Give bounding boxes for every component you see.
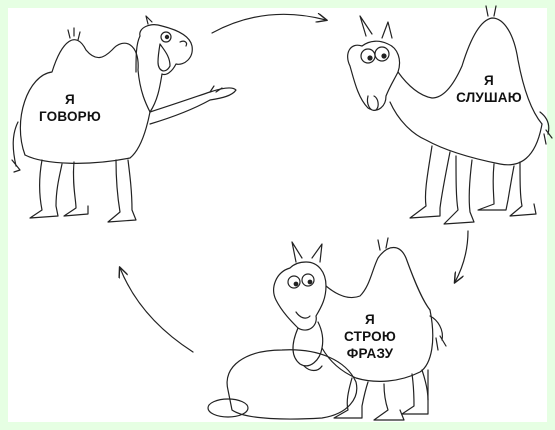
rock-icon (226, 349, 358, 420)
label-speaker: Я ГОВОРЮ (30, 91, 110, 125)
label-listener: Я СЛУШАЮ (444, 72, 534, 106)
label-thinker-line1: Я (365, 312, 375, 327)
label-thinker-line2: СТРОЮ (344, 329, 396, 344)
label-speaker-line2: ГОВОРЮ (38, 109, 102, 124)
camel-listening-icon (347, 5, 553, 225)
label-listener-line1: Я (484, 73, 494, 88)
camel-thinking-icon (207, 237, 447, 421)
arrow-thinker-to-speaker (120, 268, 194, 353)
label-speaker-line1: Я (65, 92, 75, 107)
arrow-listener-to-thinker (455, 230, 469, 282)
camel-talking-icon (11, 15, 237, 223)
label-thinker-line3: ФРАЗУ (346, 346, 394, 361)
label-thinker: Я СТРОЮ ФРАЗУ (330, 311, 410, 362)
pebble-icon (207, 398, 249, 418)
arrow-speaker-to-listener (211, 14, 326, 34)
label-listener-line2: СЛУШАЮ (456, 90, 522, 105)
